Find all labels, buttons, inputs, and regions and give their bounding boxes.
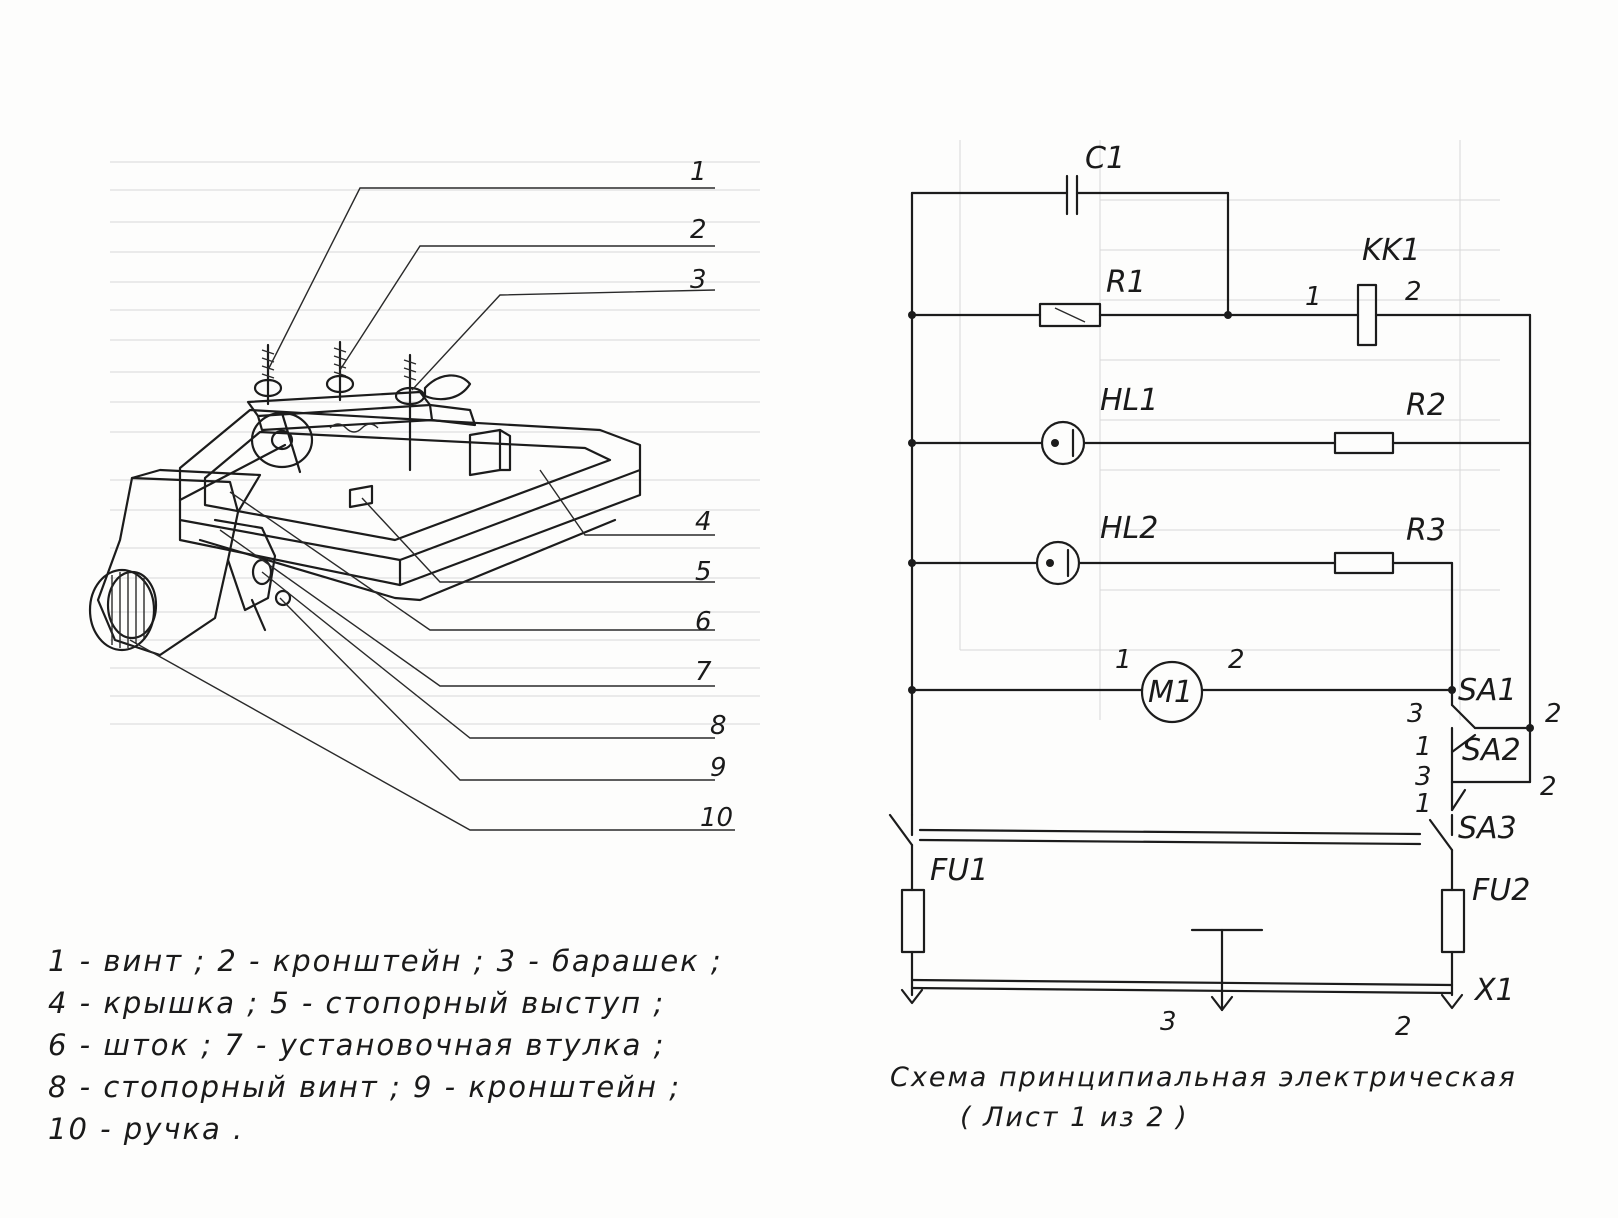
pin-labels: 1 2 1 2 3 2 1 3 2 1 3 2 — [1115, 277, 1562, 1042]
switch-block-sa — [1450, 443, 1534, 837]
label-hl1: HL1 — [1100, 383, 1158, 418]
legend-line-5: 10 - ручка . — [48, 1112, 245, 1146]
pin-sa1-3: 3 — [1407, 699, 1424, 729]
fuse-fu2 — [1440, 888, 1466, 997]
resistor-r1 — [908, 302, 1232, 328]
callout-5: 5 — [695, 557, 712, 587]
label-r3: R3 — [1406, 513, 1446, 548]
connector-x1 — [900, 928, 1464, 1012]
mechanism-illustration — [88, 340, 642, 657]
legend-line-3: 6 - шток ; 7 - установочная втулка ; — [48, 1028, 666, 1062]
label-fu1: FU1 — [930, 853, 988, 888]
schematic-labels: C1 KK1 R1 HL1 R2 HL2 R3 M1 SA1 SA2 SA3 F… — [930, 141, 1530, 1008]
pin-sa1-2: 2 — [1545, 699, 1562, 729]
label-c1: C1 — [1085, 141, 1125, 176]
schematic-title-block: Схема принципиальная электрическая ( Лис… — [890, 1058, 1590, 1138]
label-sa1: SA1 — [1458, 673, 1517, 708]
callout-8: 8 — [710, 711, 727, 741]
legend-line-4: 8 - стопорный винт ; 9 - кронштейн ; — [48, 1070, 682, 1104]
callout-3: 3 — [690, 265, 707, 295]
knob-handle — [88, 568, 158, 652]
pin-kk1-1: 1 — [1305, 282, 1322, 312]
pin-sa2-3: 3 — [1415, 762, 1432, 792]
legend-line-1: 1 - винт ; 2 - кронштейн ; 3 - барашек ; — [48, 944, 723, 978]
callout-numbers: 1 2 3 4 5 6 7 8 9 10 — [690, 157, 733, 833]
bleed-through-table-right — [959, 140, 1500, 720]
pin-sa2-2: 2 — [1540, 772, 1557, 802]
label-x1: X1 — [1473, 973, 1515, 1008]
callout-9: 9 — [710, 753, 727, 783]
schematic-subtitle: ( Лист 1 из 2 ) — [960, 1102, 1189, 1133]
label-sa3: SA3 — [1458, 811, 1517, 846]
wing-nut-3 — [394, 353, 472, 472]
screw-2 — [325, 340, 355, 402]
lamp-hl2 — [908, 540, 1454, 692]
pin-kk1-2: 2 — [1405, 277, 1422, 307]
callout-1: 1 — [690, 157, 707, 187]
screw-1 — [253, 343, 283, 406]
electrical-schematic: C1 KK1 R1 HL1 R2 HL2 R3 M1 SA1 SA2 SA3 F… — [888, 141, 1562, 1042]
dial-wheel — [250, 411, 314, 474]
label-hl2: HL2 — [1100, 511, 1158, 546]
pin-sa3-1: 1 — [1415, 789, 1432, 819]
capacitor-c1 — [910, 174, 1230, 317]
callout-leaders — [129, 187, 735, 831]
motor-m1 — [908, 660, 1456, 724]
label-r1: R1 — [1106, 265, 1146, 300]
callout-6: 6 — [695, 607, 712, 637]
callout-4: 4 — [695, 507, 712, 537]
pin-m1-1: 1 — [1115, 645, 1132, 675]
pin-x1-3: 3 — [1160, 1007, 1177, 1037]
label-kk1: KK1 — [1362, 233, 1420, 268]
thermal-relay-kk1 — [1226, 283, 1532, 447]
callout-2: 2 — [690, 215, 707, 245]
pin-m1-2: 2 — [1228, 645, 1245, 675]
lamp-hl1 — [908, 420, 1532, 466]
legend-line-2: 4 - крышка ; 5 - стопорный выступ ; — [48, 986, 666, 1020]
label-r2: R2 — [1406, 388, 1446, 423]
label-fu2: FU2 — [1472, 873, 1530, 908]
legend-caption: 1 - винт ; 2 - кронштейн ; 3 - барашек ;… — [48, 940, 808, 1150]
pin-sa2-1: 1 — [1415, 732, 1432, 762]
callout-10: 10 — [700, 803, 733, 833]
label-m1: M1 — [1148, 675, 1193, 710]
callout-7: 7 — [695, 657, 712, 687]
label-sa2: SA2 — [1462, 733, 1521, 768]
pin-x1-2: 2 — [1395, 1012, 1412, 1042]
main-switch-link — [888, 813, 1454, 892]
schematic-title: Схема принципиальная электрическая — [890, 1062, 1517, 1093]
